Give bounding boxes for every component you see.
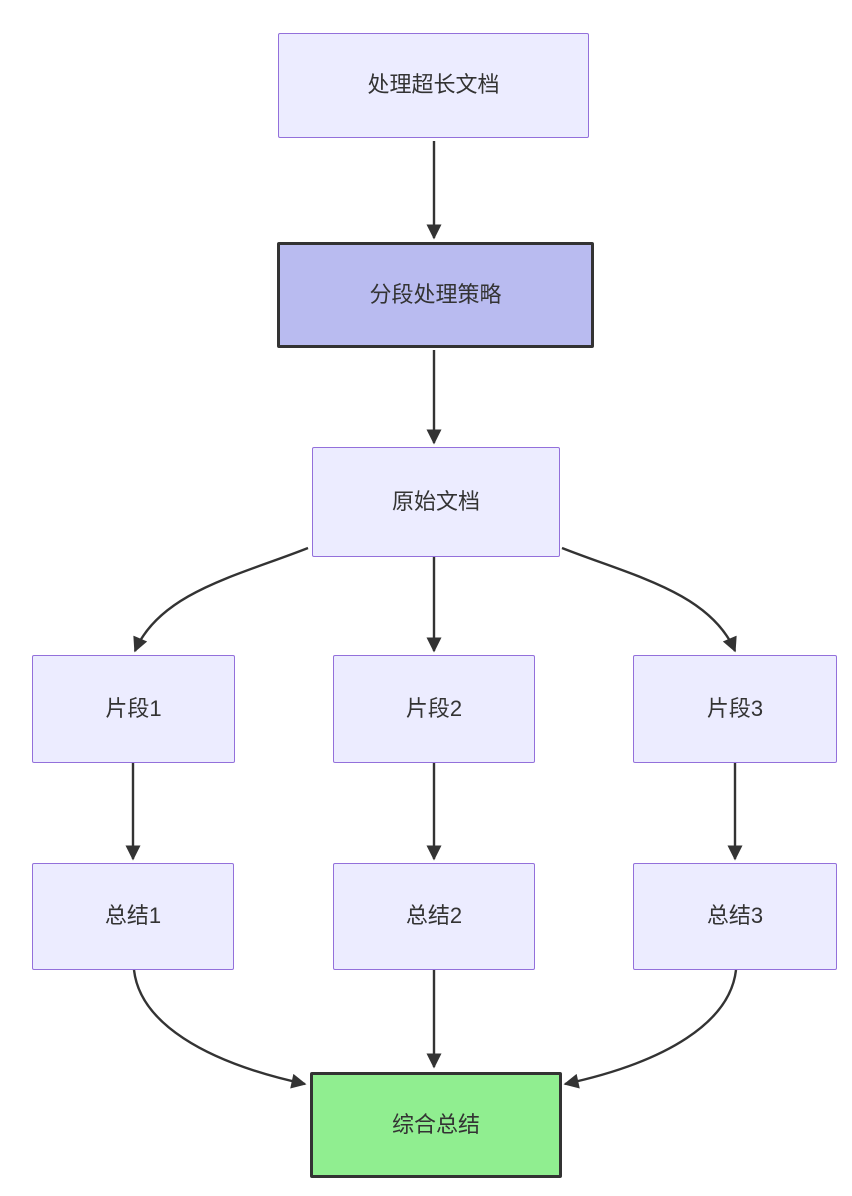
- node-summary-2: 总结2: [333, 863, 535, 970]
- node-label: 总结3: [706, 903, 764, 929]
- edge-source-seg1: [133, 546, 309, 653]
- node-label: 原始文档: [391, 488, 480, 514]
- edge-sum3-final: [563, 969, 738, 1089]
- node-label: 综合总结: [391, 1111, 480, 1137]
- node-label: 总结1: [104, 903, 162, 929]
- edge-source-seg3: [561, 546, 737, 653]
- node-fragment-3: 片段3: [633, 655, 837, 763]
- edge-sum1-final: [132, 969, 307, 1089]
- node-original-doc: 原始文档: [312, 447, 560, 557]
- node-summary-1: 总结1: [32, 863, 234, 970]
- node-label: 片段2: [405, 695, 463, 721]
- node-fragment-2: 片段2: [333, 655, 535, 763]
- node-label: 分段处理策略: [369, 281, 502, 307]
- node-label: 片段1: [105, 695, 162, 721]
- node-segment-strategy: 分段处理策略: [277, 242, 594, 348]
- node-label: 片段3: [706, 695, 764, 721]
- node-summary-3: 总结3: [633, 863, 837, 970]
- node-label: 总结2: [405, 903, 463, 929]
- node-process-long-doc: 处理超长文档: [278, 33, 589, 138]
- node-label: 处理超长文档: [367, 72, 500, 98]
- node-fragment-1: 片段1: [32, 655, 235, 763]
- node-combined-summary: 综合总结: [310, 1072, 562, 1178]
